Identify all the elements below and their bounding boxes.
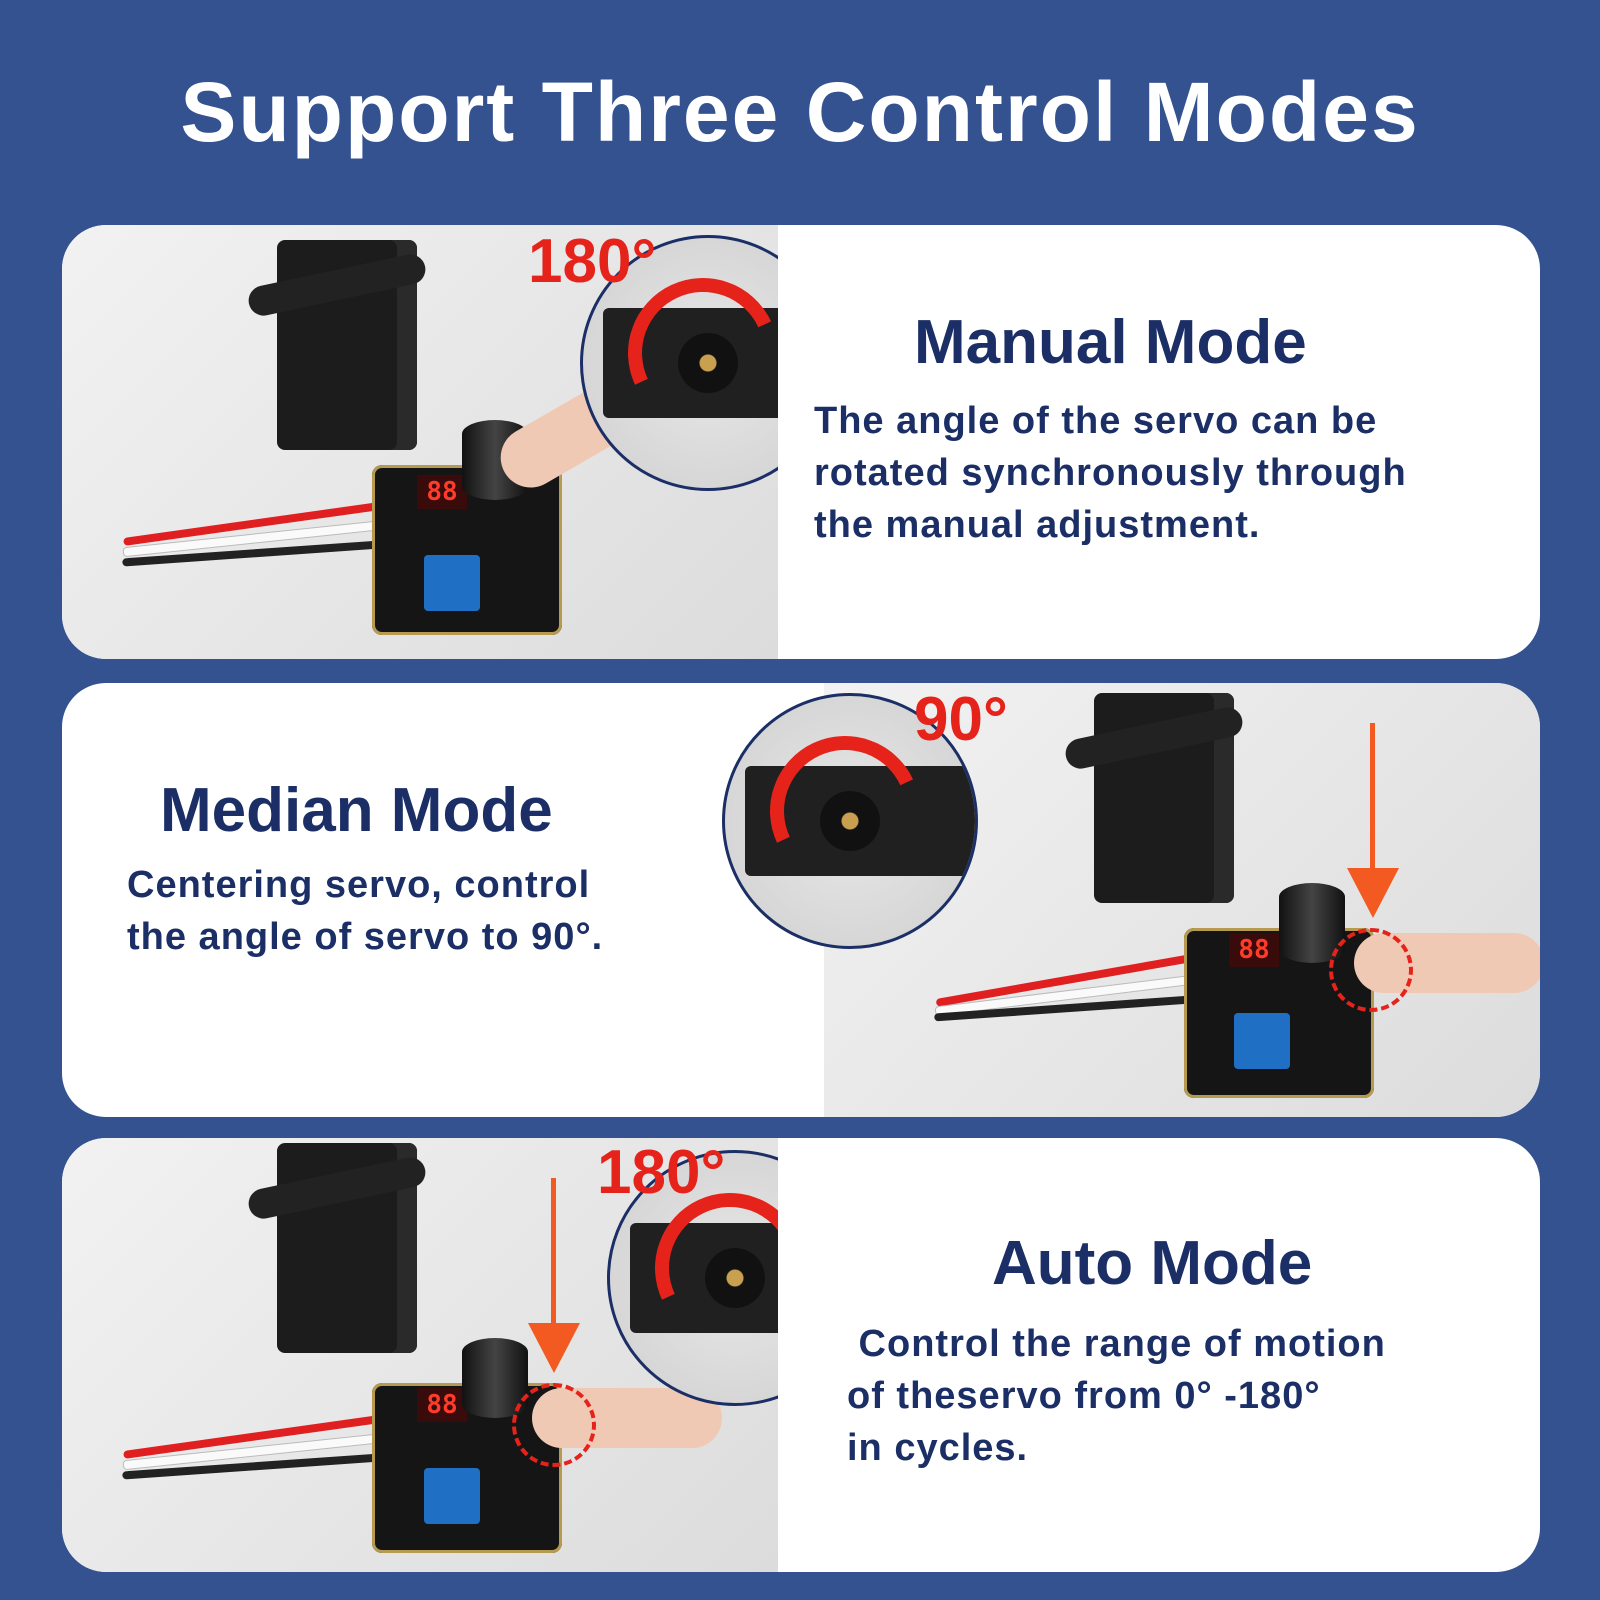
led-display: 88 xyxy=(417,1388,467,1422)
auto-mode-panel: 88 180° Auto Mode Control the range of m… xyxy=(62,1138,1540,1572)
angle-label: 90° xyxy=(914,685,1008,754)
manual-mode-photo: 88 180° xyxy=(62,225,778,659)
mode-description: Control the range of motion of theservo … xyxy=(847,1323,1386,1469)
mode-description: Centering servo, control the angle of se… xyxy=(127,864,604,958)
mode-title: Auto Mode xyxy=(992,1229,1313,1298)
led-display: 88 xyxy=(1229,933,1279,967)
median-mode-photo: 88 xyxy=(824,683,1540,1117)
median-mode-panel: 88 90° Median Mode Centering servo, cont… xyxy=(62,683,1540,1117)
mode-title: Manual Mode xyxy=(914,308,1307,377)
manual-mode-panel: 88 180° Manual Mode The angle of the ser… xyxy=(62,225,1540,659)
auto-mode-photo: 88 180° xyxy=(62,1138,778,1572)
servo-zoom-inset xyxy=(722,693,978,949)
mode-title: Median Mode xyxy=(160,776,553,845)
button-highlight xyxy=(512,1383,596,1467)
button-highlight xyxy=(1329,928,1413,1012)
angle-label: 180° xyxy=(528,227,657,296)
led-display: 88 xyxy=(417,475,467,509)
down-arrow-icon xyxy=(528,1323,580,1373)
headline: Support Three Control Modes xyxy=(180,65,1420,159)
angle-label: 180° xyxy=(597,1138,726,1207)
mode-description: The angle of the servo can be rotated sy… xyxy=(814,400,1407,546)
down-arrow-icon xyxy=(1347,868,1399,918)
